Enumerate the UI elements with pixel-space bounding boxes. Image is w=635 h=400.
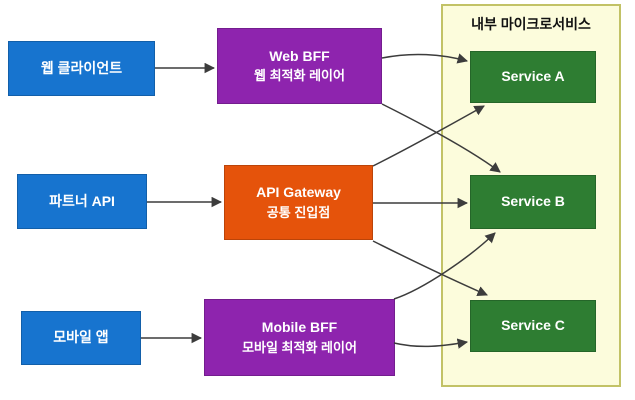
node-web-bff-subtitle: 웹 최적화 레이어 <box>254 68 345 84</box>
node-mobile-bff: Mobile BFF 모바일 최적화 레이어 <box>204 299 395 376</box>
node-partner-api-label: 파트너 API <box>49 192 115 209</box>
node-service-c: Service C <box>470 300 596 352</box>
node-service-c-label: Service C <box>501 317 565 334</box>
node-service-b: Service B <box>470 175 596 229</box>
node-partner-api: 파트너 API <box>17 174 147 229</box>
node-web-bff: Web BFF 웹 최적화 레이어 <box>217 28 382 104</box>
node-mobile-app: 모바일 앱 <box>21 311 141 365</box>
node-api-gateway: API Gateway 공통 진입점 <box>224 165 373 240</box>
group-title: 내부 마이크로서비스 <box>471 16 591 32</box>
node-api-gateway-subtitle: 공통 진입점 <box>266 204 331 220</box>
node-api-gateway-title: API Gateway <box>256 184 341 201</box>
node-web-bff-title: Web BFF <box>269 47 330 64</box>
node-service-a-label: Service A <box>501 68 565 85</box>
node-mobile-bff-title: Mobile BFF <box>261 319 338 336</box>
node-web-client: 웹 클라이언트 <box>8 41 155 96</box>
node-mobile-app-label: 모바일 앱 <box>53 329 109 346</box>
node-mobile-bff-subtitle: 모바일 최적화 레이어 <box>242 339 357 355</box>
node-service-a: Service A <box>470 51 596 103</box>
node-web-client-label: 웹 클라이언트 <box>40 59 123 76</box>
node-service-b-label: Service B <box>501 193 565 210</box>
